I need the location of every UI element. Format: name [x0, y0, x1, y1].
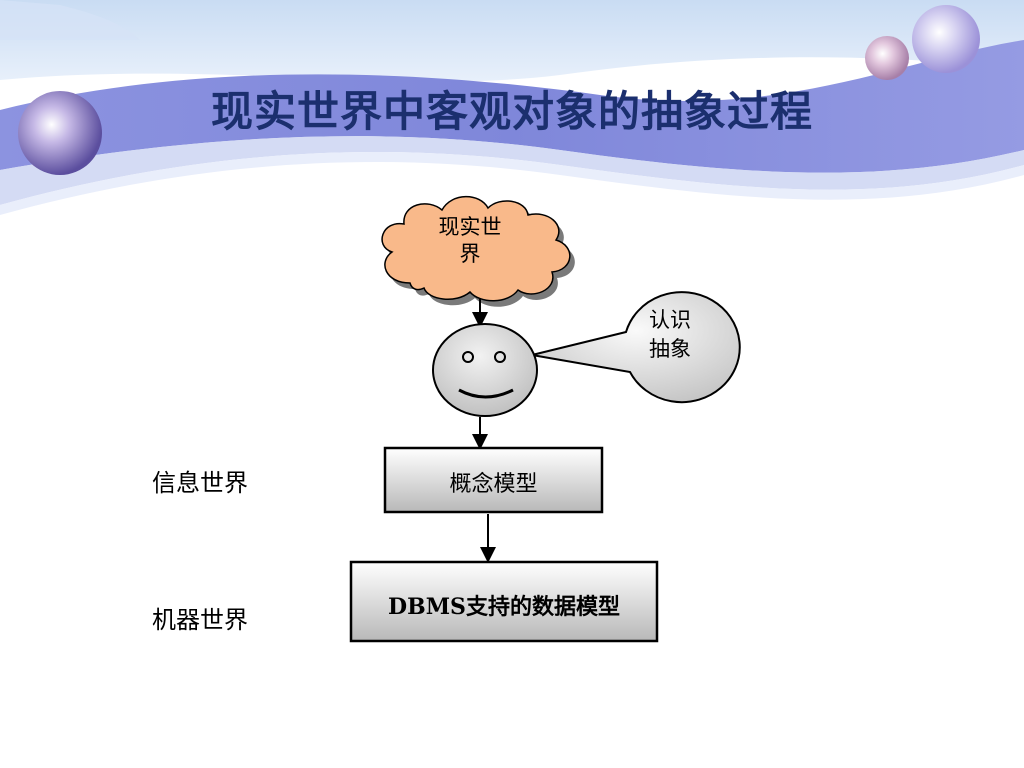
dbms-model-box	[349, 560, 659, 643]
header-banner	[0, 0, 1024, 215]
cloud-label-line2: 界	[459, 242, 481, 266]
concept-model-box	[383, 446, 604, 514]
machine-world-label: 机器世界	[152, 606, 248, 634]
cloud-label: 现实世 界	[410, 214, 530, 268]
bubble-label: 认识 抽象	[630, 306, 710, 364]
bubble-label-line1: 认识	[649, 308, 691, 332]
bubble-label-line2: 抽象	[649, 337, 691, 361]
info-world-label: 信息世界	[152, 469, 248, 497]
slide-title: 现实世界中客观对象的抽象过程	[210, 87, 813, 136]
real-world-cloud	[381, 195, 575, 307]
concept-model-label: 概念模型	[449, 472, 538, 497]
smiley-face-icon	[432, 323, 538, 417]
dbms-model-label: DBMS支持的数据模型	[388, 594, 620, 620]
cloud-label-line1: 现实世	[438, 215, 502, 239]
speech-bubble	[531, 291, 741, 404]
